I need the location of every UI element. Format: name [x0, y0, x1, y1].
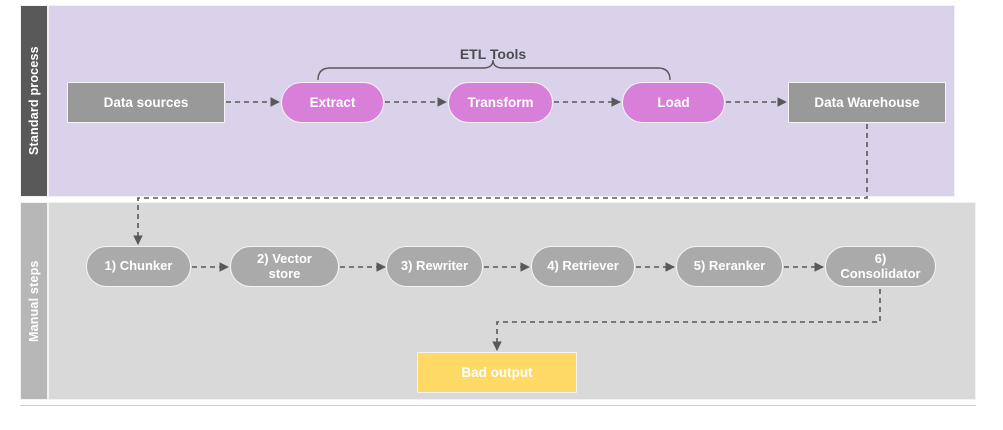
node-load[interactable]: Load	[622, 82, 725, 123]
node-retriever[interactable]: 4) Retriever	[531, 246, 635, 287]
node-data-warehouse[interactable]: Data Warehouse	[788, 82, 946, 123]
node-extract[interactable]: Extract	[281, 82, 384, 123]
edge-warehouse-to-chunker	[133, 124, 868, 245]
node-transform[interactable]: Transform	[448, 82, 553, 123]
node-bad-output[interactable]: Bad output	[417, 352, 577, 393]
bottom-divider	[20, 405, 976, 406]
etl-tools-label: ETL Tools	[459, 46, 527, 62]
node-vector-store[interactable]: 2) Vector store	[230, 246, 339, 287]
node-reranker[interactable]: 5) Reranker	[676, 246, 783, 287]
node-rewriter[interactable]: 3) Rewriter	[386, 246, 483, 287]
etl-tools-brace	[317, 59, 671, 81]
node-data-sources[interactable]: Data sources	[67, 82, 225, 123]
node-consolidator[interactable]: 6) Consolidator	[825, 246, 936, 287]
node-chunker[interactable]: 1) Chunker	[86, 246, 191, 287]
edge-consolidator-to-bad-output	[492, 289, 881, 351]
